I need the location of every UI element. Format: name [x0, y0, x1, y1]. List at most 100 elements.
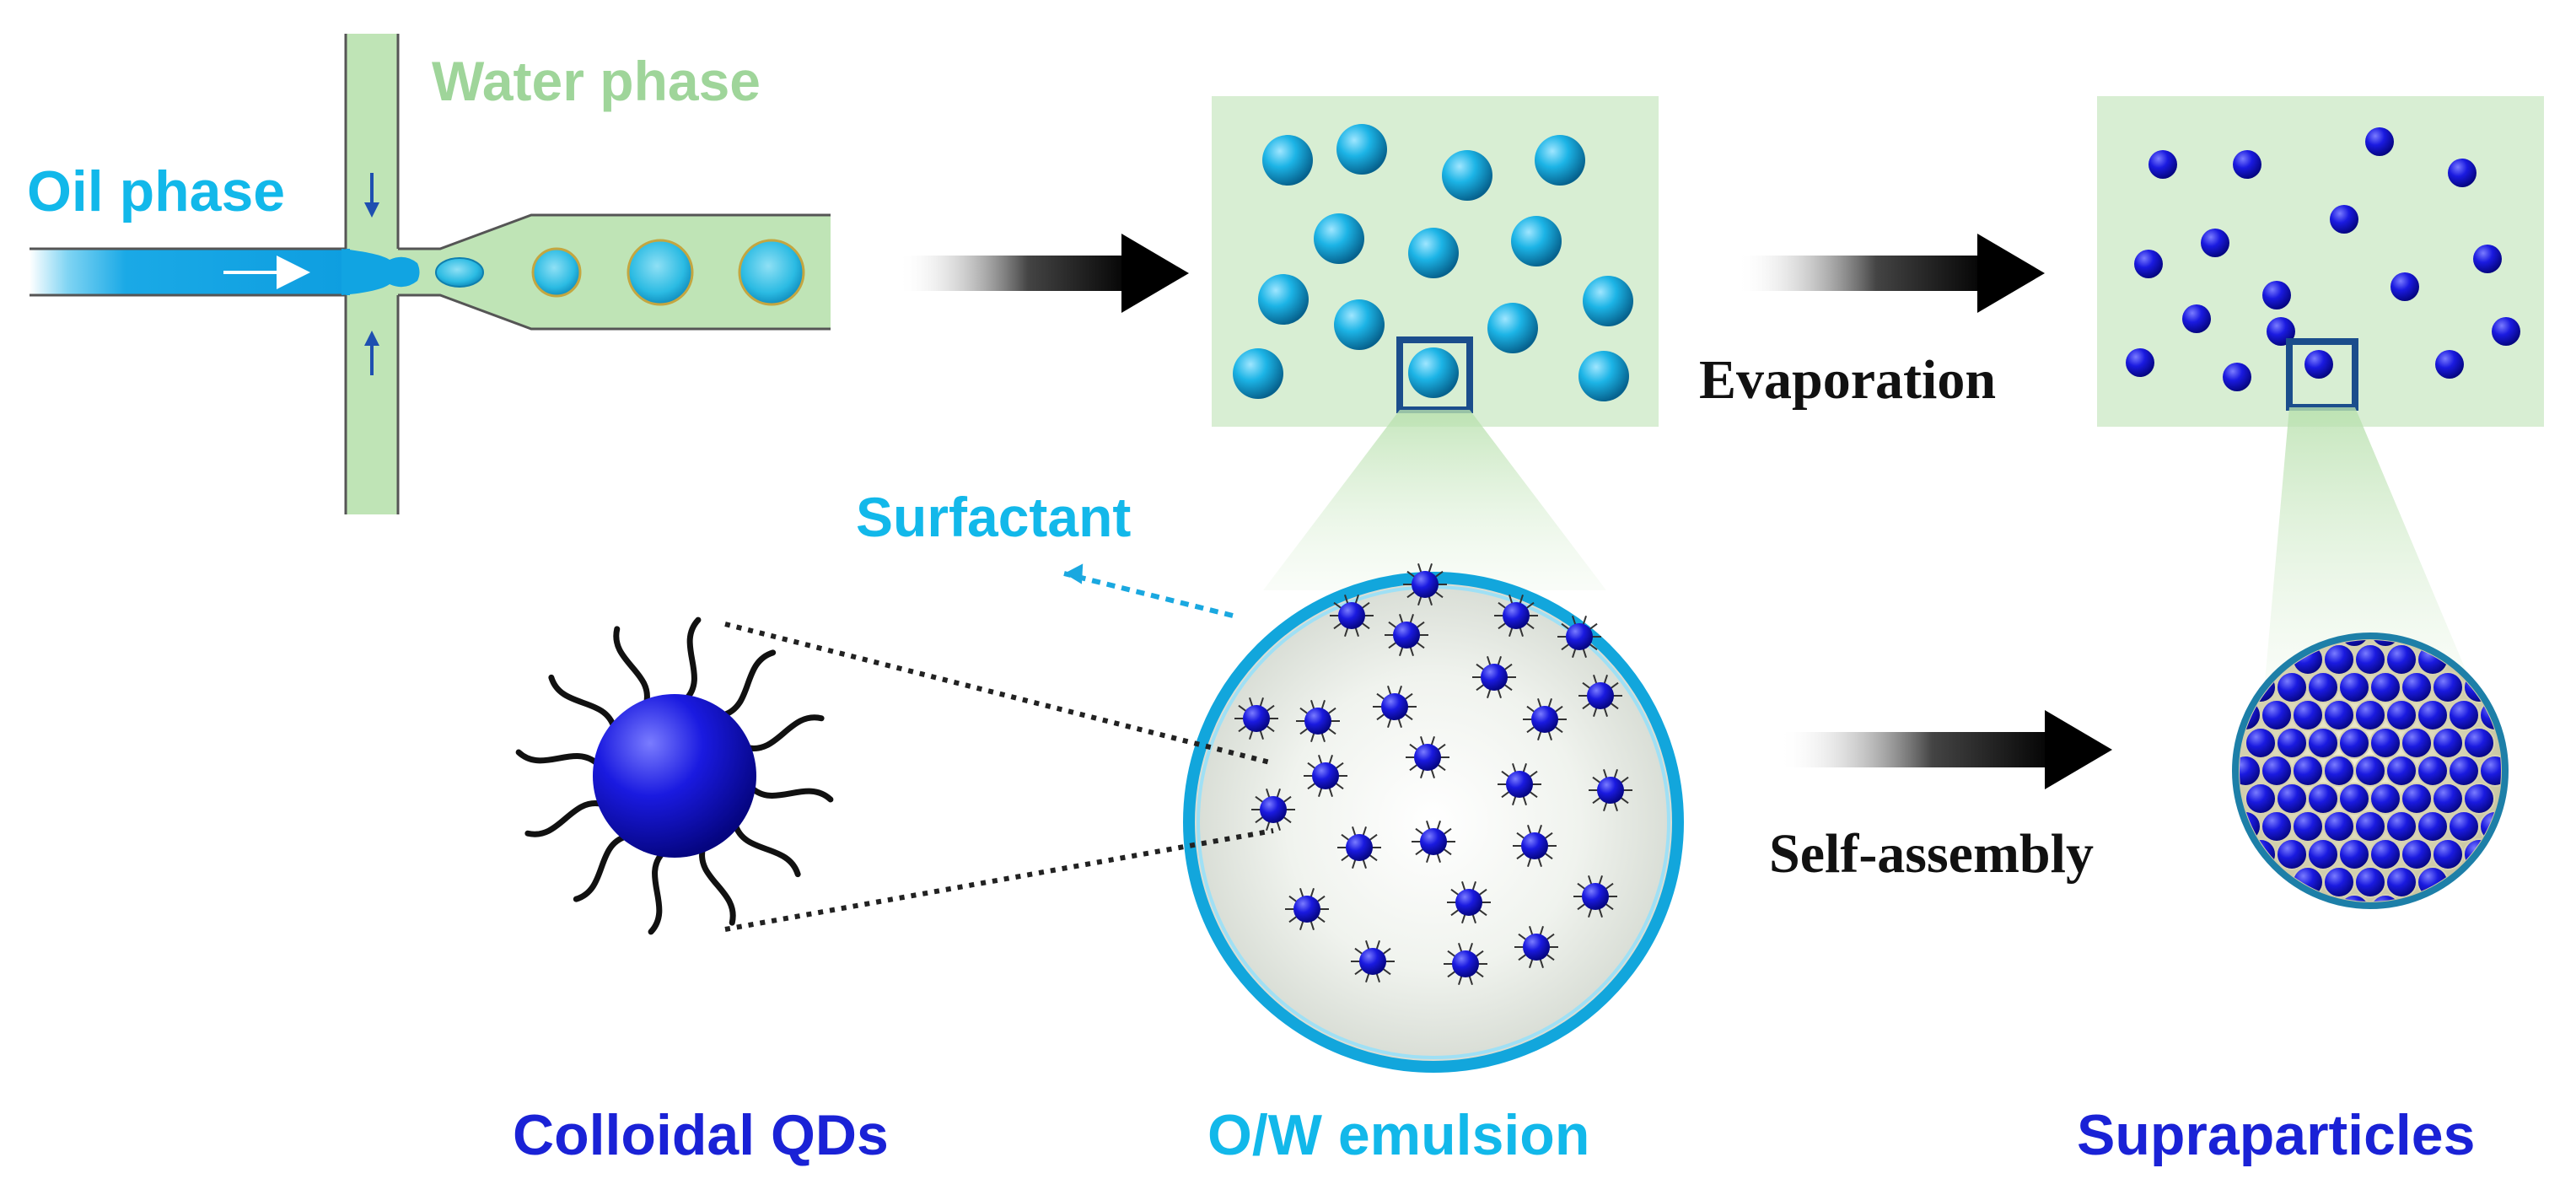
oil-droplet — [1334, 299, 1385, 350]
ligand — [744, 714, 825, 751]
process-arrow-self-assembly — [1779, 710, 2112, 789]
small-qd — [1513, 824, 1557, 868]
evaporation-label: Evaporation — [1699, 349, 1997, 411]
oil-phase-label: Oil phase — [27, 159, 286, 223]
supraparticle-dot — [2330, 205, 2358, 234]
oil-droplet — [1233, 348, 1283, 399]
small-qd — [1472, 655, 1516, 699]
droplet — [435, 257, 484, 288]
droplet — [627, 239, 694, 306]
small-qd — [1403, 563, 1447, 606]
small-qd — [1337, 826, 1381, 869]
supraparticle-dot — [2304, 350, 2333, 379]
ligand — [515, 749, 601, 767]
ligand — [683, 616, 702, 702]
supraparticle-dot — [2126, 348, 2154, 377]
oil-droplet — [1336, 124, 1387, 175]
small-qd — [1406, 735, 1449, 779]
small-qd — [1514, 925, 1558, 969]
self-assembly-label: Self-assembly — [1769, 823, 2094, 885]
supraparticle-dot — [2134, 250, 2163, 278]
small-qd — [1351, 939, 1395, 983]
oil-droplet — [1578, 351, 1629, 401]
flow-arrow-down — [364, 173, 379, 218]
droplet — [738, 239, 805, 306]
supraparticle-dot — [2390, 272, 2419, 301]
oil-droplet — [1583, 276, 1633, 326]
small-qd — [1498, 762, 1541, 806]
water-phase-label: Water phase — [432, 50, 761, 112]
supraparticles-label: Supraparticles — [2077, 1103, 2476, 1167]
supraparticle-dot — [2435, 350, 2464, 379]
supraparticle-dot — [2492, 317, 2520, 346]
small-qd — [1578, 674, 1622, 718]
ligand — [732, 821, 801, 878]
oil-droplet — [1314, 213, 1364, 264]
small-qd — [1304, 754, 1347, 798]
small-qd — [1385, 613, 1428, 657]
microfluidic-chip — [30, 34, 831, 514]
oil-droplet — [1487, 303, 1538, 353]
oil-droplet — [1408, 347, 1459, 398]
small-qd — [1444, 942, 1487, 986]
small-qd — [1557, 615, 1601, 659]
small-qd — [1373, 685, 1417, 729]
supraparticle-dot — [2233, 150, 2261, 179]
ligand — [719, 649, 777, 719]
ligand — [648, 849, 666, 935]
small-qd — [1447, 880, 1491, 924]
oil-droplet — [1408, 228, 1459, 278]
colloidal-qd-particle — [515, 616, 834, 935]
small-qd — [1330, 594, 1374, 638]
small-qd — [1589, 768, 1632, 812]
supraparticle-dot — [2148, 150, 2177, 179]
callout-line — [724, 828, 1274, 932]
zoom-cone-supraparticle — [2264, 407, 2475, 692]
small-qd — [1234, 697, 1278, 740]
ligand — [699, 845, 736, 926]
ligand — [548, 674, 617, 731]
output-channel — [398, 215, 831, 329]
small-qd — [1412, 820, 1455, 864]
process-arrow-evaporation — [1737, 234, 2045, 313]
oil-droplet — [1511, 216, 1562, 266]
emulsion-magnified-circle — [1183, 572, 1684, 1073]
ow-emulsion-label: O/W emulsion — [1207, 1103, 1590, 1167]
small-qd — [1251, 788, 1295, 832]
emulsion-droplets — [1233, 124, 1633, 401]
oil-droplet — [1535, 135, 1585, 186]
supraparticle-dot — [2223, 363, 2251, 391]
supraparticle-dot — [2448, 159, 2477, 187]
oil-droplet — [1262, 135, 1313, 186]
surfactant-label: Surfactant — [856, 486, 1132, 548]
emulsion-qds — [1234, 563, 1632, 986]
supraparticle-dot — [2182, 304, 2211, 333]
small-qd — [1523, 697, 1567, 741]
oil-droplet — [1258, 274, 1309, 325]
ligand — [613, 626, 650, 707]
supraparticle-dot — [2473, 245, 2502, 273]
ligand — [748, 784, 834, 803]
supraparticle-dot — [2201, 229, 2229, 257]
oil-neck — [341, 249, 420, 295]
supraparticle-dots — [2126, 127, 2520, 391]
zoom-cone-emulsion — [1263, 410, 1606, 590]
surfactant-pointer — [1063, 563, 1234, 618]
supraparticle-magnified — [2232, 632, 2509, 909]
small-qd — [1573, 875, 1617, 918]
small-qd — [1296, 699, 1340, 743]
qd-core — [593, 694, 756, 858]
callout-line — [724, 622, 1274, 766]
small-qd — [1494, 594, 1538, 638]
supraparticle-dot — [2262, 281, 2291, 310]
oil-droplet — [1442, 150, 1492, 201]
flow-arrow-up — [364, 331, 379, 375]
colloidal-qds-label: Colloidal QDs — [513, 1103, 889, 1167]
process-arrow-1 — [898, 234, 1189, 313]
supraparticle-dot — [2365, 127, 2394, 156]
ligand — [524, 800, 605, 837]
small-qd — [1285, 887, 1329, 931]
ligand — [573, 833, 630, 902]
